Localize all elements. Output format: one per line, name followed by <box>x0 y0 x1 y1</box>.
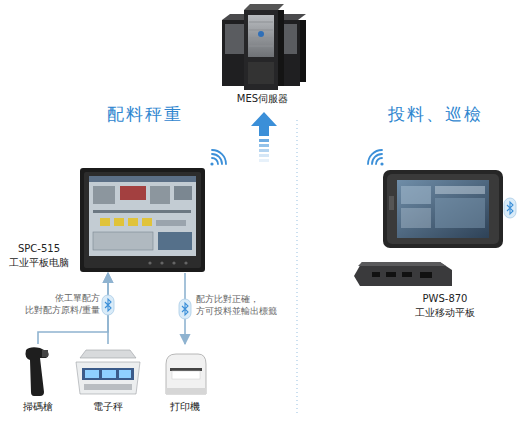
panel-pc <box>80 168 205 272</box>
node-label: MES伺服器 <box>205 92 320 105</box>
server-node: MES伺服器 <box>205 2 320 106</box>
node-label: SPC-515 <box>4 242 74 255</box>
device-node: 電子秤 <box>76 344 140 414</box>
wifi-icon <box>368 150 384 166</box>
electronic-scale <box>76 350 140 394</box>
section-heading: 配料秤重 <box>95 104 195 124</box>
connector-label: 配方比對正確， 方可投料並輸出標籤 <box>196 293 294 317</box>
docking-station <box>354 262 452 286</box>
divider-line <box>296 120 297 416</box>
bluetooth-badge <box>504 198 516 218</box>
mobile-tablet-node: PWS-870工业移动平板 <box>352 168 507 318</box>
bluetooth-badge <box>102 295 114 315</box>
label-printer <box>166 354 206 394</box>
barcode-scanner <box>26 347 49 396</box>
rugged-tablet <box>383 170 503 248</box>
node-label: 電子秤 <box>76 400 140 413</box>
device-node: 掃碼槍 <box>18 344 58 414</box>
bluetooth-badge <box>179 299 191 319</box>
node-label: 打印機 <box>160 400 210 413</box>
upload-arrow <box>251 112 277 162</box>
device-node: 打印機 <box>160 344 210 414</box>
node-label: PWS-870 <box>400 292 490 305</box>
node-sublabel: 工业平板电脑 <box>4 256 74 269</box>
server-towers <box>222 4 306 90</box>
node-sublabel: 工业移动平板 <box>400 306 490 319</box>
section-heading: 投料、巡檢 <box>378 104 493 124</box>
panel-pc-node: SPC-515工业平板电脑 <box>80 168 205 273</box>
connector-label: 依工單配方 比對配方原料/重量 <box>14 292 100 316</box>
node-label: 掃碼槍 <box>18 400 58 413</box>
wifi-icon <box>210 150 226 166</box>
